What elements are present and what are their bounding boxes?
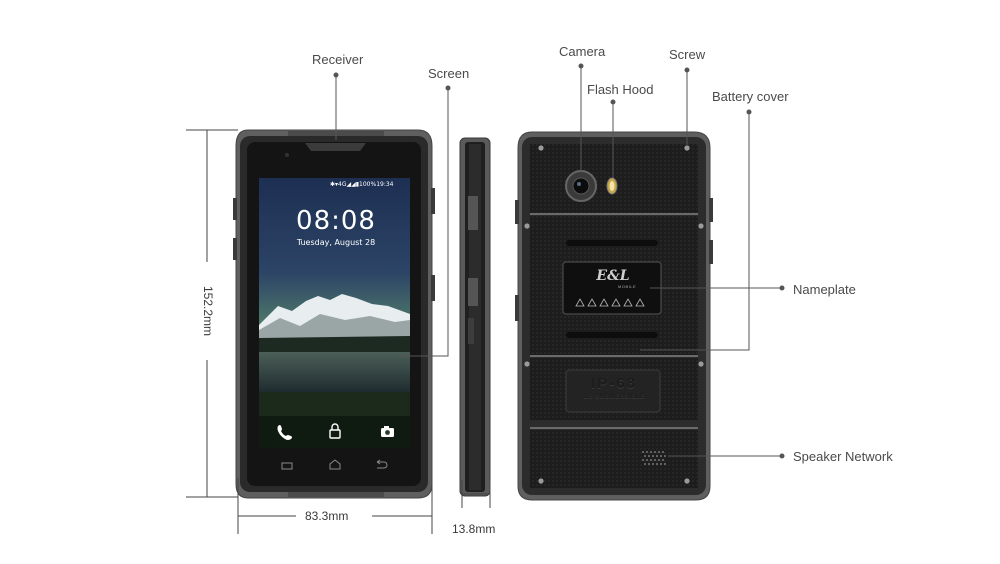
battery-cover-label: Battery cover bbox=[712, 89, 789, 104]
receiver-label: Receiver bbox=[312, 52, 364, 67]
flash-hood-label: Flash Hood bbox=[587, 82, 654, 97]
back-view bbox=[515, 131, 713, 501]
speaker-network-label: Speaker Network bbox=[793, 449, 893, 464]
height-dimension: 152.2mm bbox=[201, 285, 215, 337]
nameplate-label: Nameplate bbox=[793, 282, 856, 297]
home-icon[interactable] bbox=[329, 459, 341, 470]
screen-label: Screen bbox=[428, 66, 470, 81]
status-bar: ✱▾4G◢◢▮100%19:34 bbox=[330, 181, 394, 188]
back-icon[interactable] bbox=[376, 459, 388, 469]
lock-screen-time: 08:08 bbox=[296, 206, 376, 236]
menu-icon[interactable] bbox=[281, 462, 293, 470]
brand-logo: E&L bbox=[596, 268, 630, 284]
screw-label: Screw bbox=[669, 47, 706, 62]
phone-icon[interactable] bbox=[277, 425, 293, 440]
camera-icon[interactable] bbox=[381, 426, 394, 437]
ip-rating-plate: IP-68 bbox=[591, 375, 637, 392]
callout-lines bbox=[333, 63, 785, 459]
brand-subtitle: MOBILE bbox=[618, 284, 637, 289]
front-view bbox=[233, 129, 435, 499]
lock-icon[interactable] bbox=[329, 423, 341, 439]
ip-rating-subtitle: 1.5 SUBMERSIBLE bbox=[583, 394, 645, 400]
width-dimension: 83.3mm bbox=[305, 509, 349, 523]
lock-screen-date: Tuesday, August 28 bbox=[296, 238, 376, 247]
camera-label: Camera bbox=[559, 44, 606, 59]
dimension-lines bbox=[186, 129, 491, 534]
thickness-dimension: 13.8mm bbox=[452, 522, 496, 536]
side-view bbox=[459, 137, 491, 497]
